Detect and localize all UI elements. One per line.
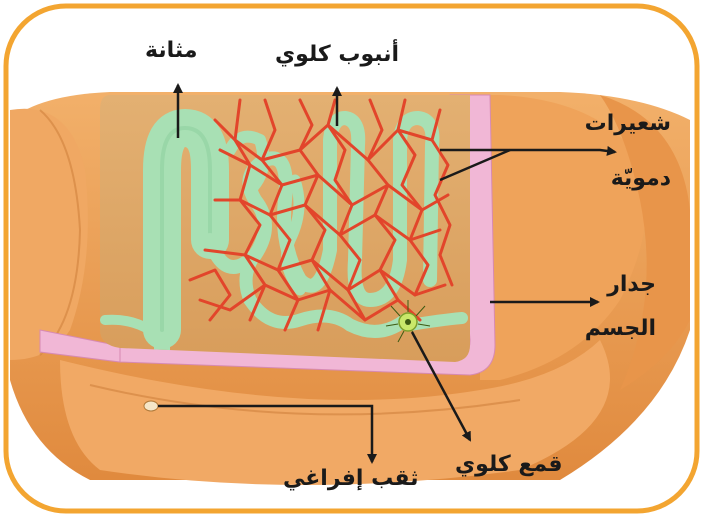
label-capillaries-2: دمويّة <box>587 166 671 192</box>
label-bladder: مثانة <box>145 38 197 64</box>
label-body-wall-1: جدار <box>596 272 656 298</box>
label-body-wall-2: الجسم <box>590 316 656 342</box>
label-capillaries-1: شعيرات <box>587 111 671 137</box>
label-excretory-pore: ثقب إفراغي <box>283 466 419 492</box>
excretory-pore <box>144 401 158 411</box>
label-nephrostome: قمع كلوي <box>455 452 563 478</box>
label-nephridium-tube: أنبوب كلوي <box>275 42 399 68</box>
